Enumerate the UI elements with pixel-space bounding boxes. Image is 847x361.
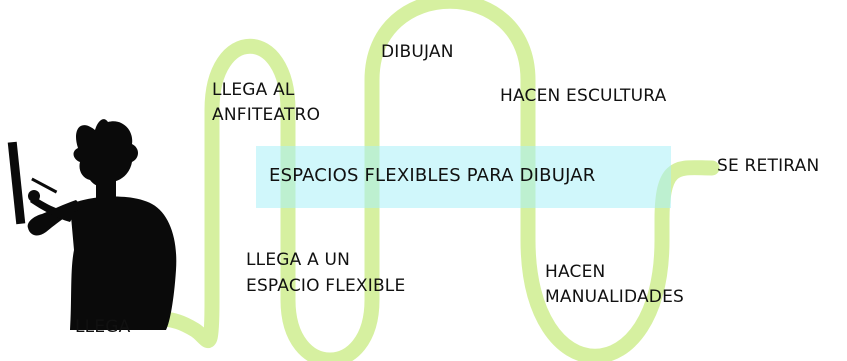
label-hacen-escultura: HACEN ESCULTURA — [500, 86, 667, 106]
label-se-retiran: SE RETIRAN — [717, 156, 820, 176]
label-dibujan: DIBUJAN — [381, 42, 454, 62]
label-llega-anfiteatro-line2: ANFITEATRO — [212, 105, 321, 125]
label-llega: LLEGA — [75, 317, 131, 337]
flexible-spaces-banner — [256, 146, 671, 208]
banner-label: ESPACIOS FLEXIBLES PARA DIBUJAR — [269, 165, 596, 186]
person-drawing-silhouette — [7, 119, 177, 330]
label-llega-flexible-line2: ESPACIO FLEXIBLE — [246, 276, 406, 296]
label-llega-anfiteatro-line1: LLEGA AL — [212, 80, 295, 100]
label-hacen-manualidades-line1: HACEN — [545, 262, 606, 282]
easel-icon — [7, 141, 26, 225]
label-llega-flexible-line1: LLEGA A UN — [246, 250, 351, 270]
label-hacen-manualidades-line2: MANUALIDADES — [545, 287, 685, 307]
